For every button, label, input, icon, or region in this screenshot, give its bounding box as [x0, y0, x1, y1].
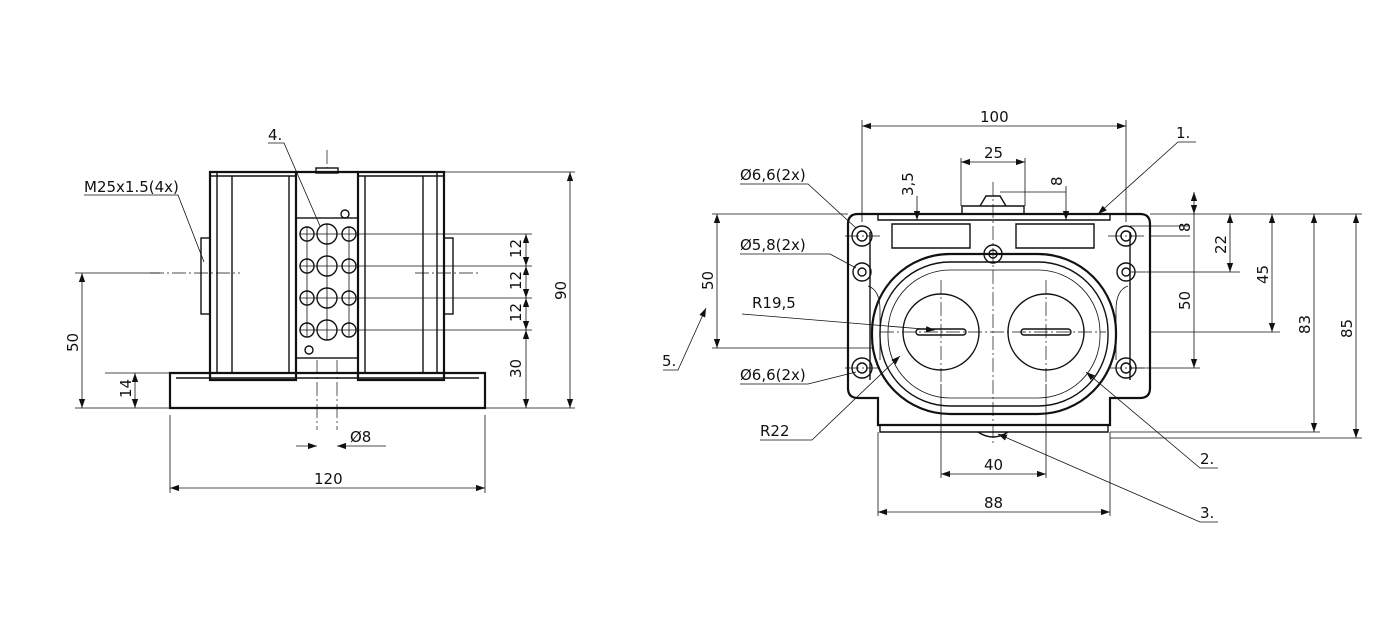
pitch-12-1-label: 12 [507, 239, 525, 258]
hole-6-6-top-label: Ø6,6(2x) [740, 166, 806, 184]
pitch-12-2-label: 12 [507, 271, 525, 290]
v-8-right-label: 8 [1176, 222, 1194, 232]
radius-22-label: R22 [760, 422, 790, 440]
callout-3: 3. [1200, 504, 1214, 522]
width-88-label: 88 [984, 494, 1003, 512]
callout-4: 4. [268, 126, 282, 144]
v-22-label: 22 [1212, 235, 1230, 254]
callout-1: 1. [1176, 124, 1190, 142]
v-83-label: 83 [1296, 315, 1314, 334]
width-100-label: 100 [980, 108, 1009, 126]
height-14-label: 14 [117, 379, 135, 398]
width-25-label: 25 [984, 144, 1003, 162]
callout-5: 5. [662, 352, 676, 370]
width-120-label: 120 [314, 470, 343, 488]
v-8-top-label: 8 [1048, 176, 1066, 186]
mounting-holes [851, 225, 1137, 379]
hole-6-6-bottom-label: Ø6,6(2x) [740, 366, 806, 384]
v-3-5-label: 3,5 [899, 172, 917, 196]
v-50-right-label: 50 [1176, 291, 1194, 310]
width-40-label: 40 [984, 456, 1003, 474]
v-45-label: 45 [1254, 265, 1272, 284]
terminal-screws [299, 209, 357, 355]
diameter-8-label: Ø8 [350, 428, 371, 446]
height-30-label: 30 [507, 359, 525, 378]
radius-19-5-label: R19,5 [752, 294, 796, 312]
height-50-label: 50 [64, 333, 82, 352]
hole-5-8-label: Ø5,8(2x) [740, 236, 806, 254]
pitch-12-3-label: 12 [507, 303, 525, 322]
height-50-left-label: 50 [699, 271, 717, 290]
left-side-view: M25x1.5(4x) 4. 120 Ø8 90 50 14 12 12 12 … [64, 126, 575, 493]
callout-2: 2. [1200, 450, 1214, 468]
right-front-view: 100 25 3,5 8 Ø6,6(2x) Ø5,8(2x) R19,5 Ø6,… [662, 108, 1362, 523]
height-90-label: 90 [552, 281, 570, 300]
v-85-label: 85 [1338, 319, 1356, 338]
thread-dim-label: M25x1.5(4x) [84, 178, 179, 196]
